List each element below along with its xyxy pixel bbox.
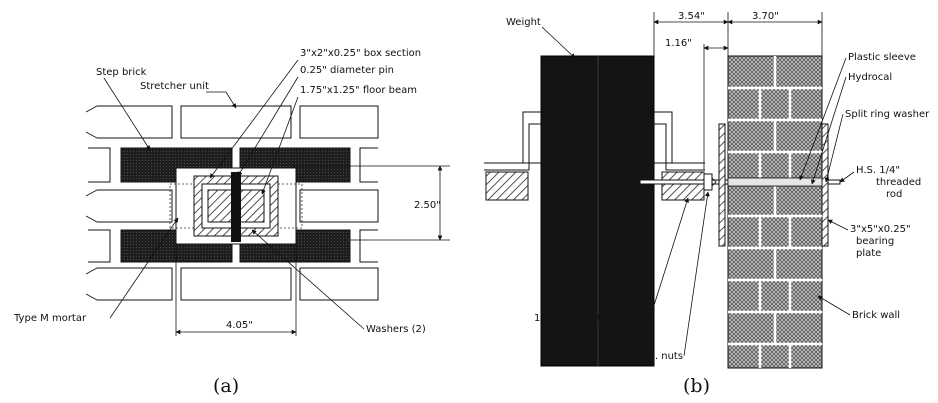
- panel-b: Weight: [484, 11, 930, 397]
- caption-a: (a): [213, 375, 239, 397]
- floor-beam-label-b: 1.75"x1.25" floor beam: [534, 313, 651, 324]
- nut-left: [703, 173, 713, 191]
- brick-row-5: [85, 267, 379, 301]
- brick-wall: [727, 55, 823, 369]
- weight-label: Weight: [506, 17, 541, 28]
- floor-beam-label-a: 1.75"x1.25" floor beam: [300, 85, 417, 96]
- hanger-frame: [484, 111, 541, 164]
- stretcher-unit-label: Stretcher unit: [140, 81, 209, 92]
- floor-beam-left: [485, 171, 529, 201]
- dimension-height: 2.50": [292, 165, 450, 241]
- rod-label-line2: threaded: [876, 177, 921, 188]
- floor-beam-right: [661, 171, 705, 201]
- step-brick-label: Step brick: [96, 67, 147, 78]
- height-dimension-label: 2.50": [414, 200, 441, 211]
- pin-label: 0.25" diameter pin: [300, 65, 394, 76]
- dim-small-label: 1.16": [665, 38, 692, 49]
- brick-row-3: [85, 189, 379, 223]
- caption-b: (b): [683, 375, 710, 397]
- dim-right-label: 3.70": [752, 11, 779, 22]
- dimension-width: 4.05": [175, 244, 297, 336]
- pin: [231, 172, 241, 242]
- hydrocal-label: Hydrocal: [848, 72, 892, 83]
- washers-label: Washers (2): [366, 324, 426, 335]
- rod-label-line1: H.S. 1/4": [856, 165, 900, 176]
- bearing-plate-label-line2: bearing: [856, 236, 894, 247]
- brick-wall-label: Brick wall: [852, 310, 900, 321]
- plastic-sleeve: [727, 177, 823, 187]
- split-ring-label: Split ring washer: [845, 109, 930, 120]
- panel-a: 2.50" 4.05" Step brick Stretcher unit 3"…: [13, 48, 450, 397]
- dimension-top: 3.54" 3.70" 1.16": [653, 11, 823, 170]
- brick-row-1: [85, 105, 379, 139]
- bearing-plate-label-line1: 3"x5"x0.25": [850, 224, 911, 235]
- bearing-plate-left: [718, 123, 726, 247]
- bearing-plate-label-line3: plate: [856, 248, 881, 259]
- mortar-label: Type M mortar: [13, 313, 87, 324]
- dim-left-label: 3.54": [678, 11, 705, 22]
- hs-nuts-label: H.S. nuts: [638, 351, 683, 362]
- plastic-sleeve-label: Plastic sleeve: [848, 52, 916, 63]
- rod-label-line3: rod: [886, 189, 902, 200]
- width-dimension-label: 4.05": [226, 320, 253, 331]
- box-section-label: 3"x2"x0.25" box section: [300, 48, 421, 59]
